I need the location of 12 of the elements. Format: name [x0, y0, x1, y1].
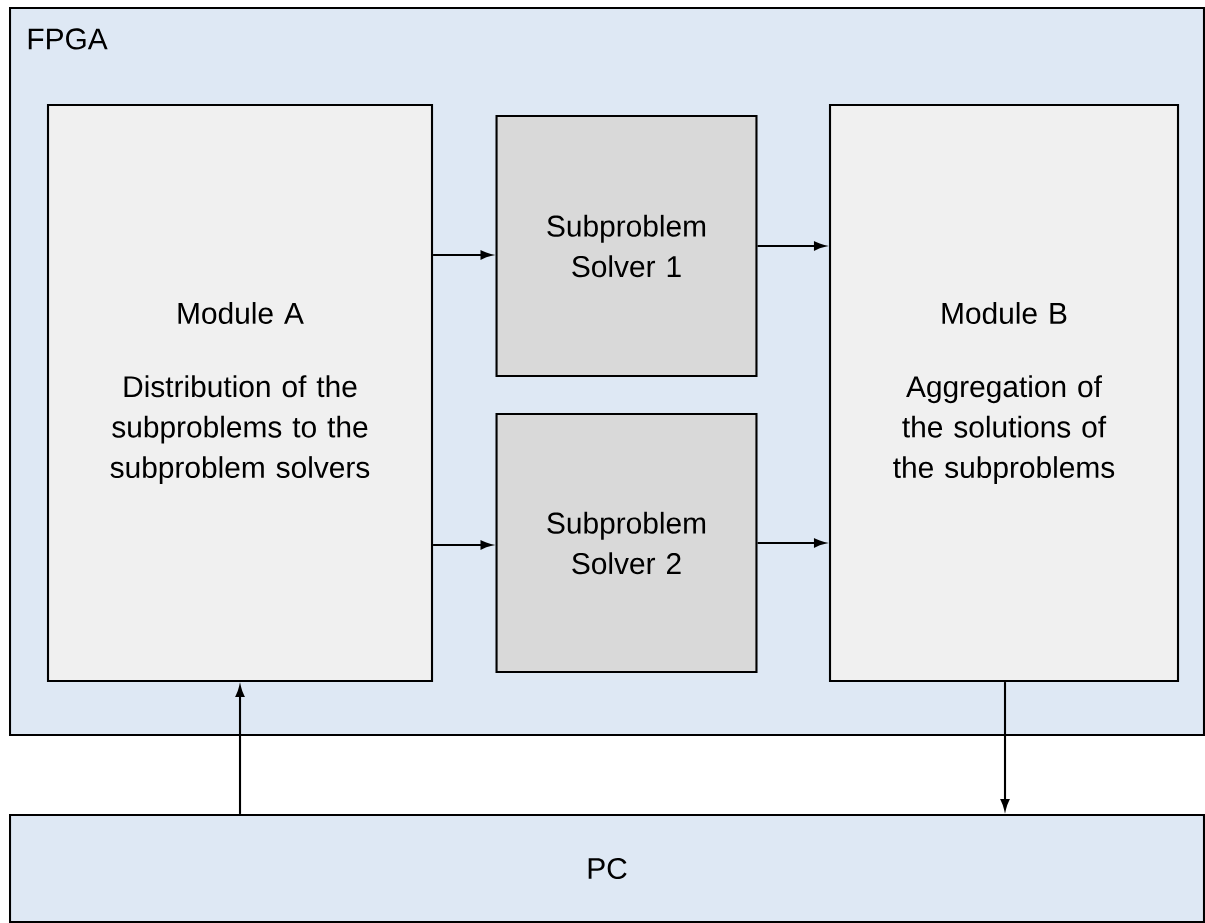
arrow: [433, 540, 492, 550]
pc-box: PC: [8, 813, 1205, 923]
arrow: [757, 538, 826, 548]
region-label: FPGA: [28, 28, 108, 50]
module-box: Module A Distribution of the subproblems to the subproblem solvers: [46, 103, 434, 683]
solver-box: Subproblem Solver 1: [495, 114, 758, 378]
arrow: [757, 241, 826, 251]
arrow: [433, 250, 492, 260]
solver-box: Subproblem Solver 2: [495, 412, 758, 674]
arrow: [1000, 682, 1010, 811]
arrow: [235, 685, 245, 814]
module-box: Module B Aggregation of the solutions of the subproblems: [828, 103, 1180, 683]
